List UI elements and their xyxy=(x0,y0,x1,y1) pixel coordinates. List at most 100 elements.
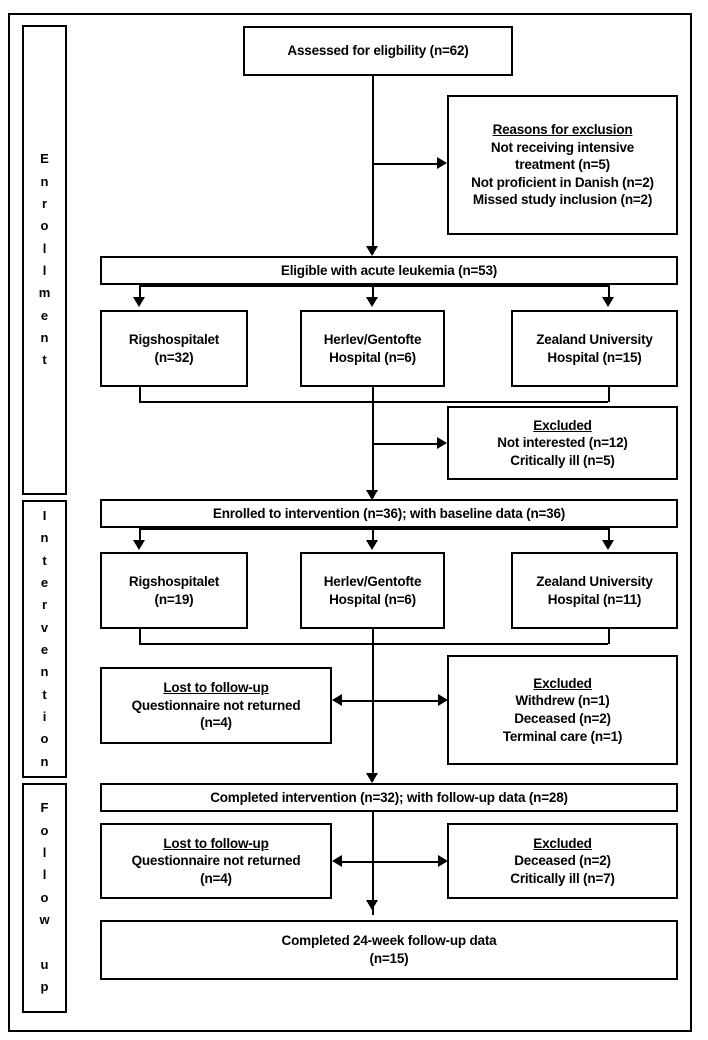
node-line: Completed intervention (n=32); with foll… xyxy=(210,789,568,805)
diagram-outer-frame xyxy=(8,13,692,1032)
node-line: Deceased (n=2) xyxy=(514,711,611,726)
node-line: Rigshospitalet xyxy=(128,331,220,347)
node-heading: Lost to follow-up xyxy=(163,680,269,696)
node-heading: Excluded xyxy=(533,835,592,851)
node-site-zealand-intervention: Zealand University Hospital (n=11) xyxy=(511,552,678,629)
node-line: Eligible with acute leukemia (n=53) xyxy=(280,262,498,278)
stage-letter: l xyxy=(42,263,47,278)
node-line: (n=4) xyxy=(200,715,232,731)
stage-letter: n xyxy=(40,173,49,189)
arrowhead-site2-interv xyxy=(366,540,378,550)
stage-letter: r xyxy=(41,597,48,613)
connector-site1-merge xyxy=(139,386,141,402)
stage-letter: F xyxy=(40,800,49,816)
node-line: Assessed for eligbility (n=62) xyxy=(287,43,469,59)
stage-letter: u xyxy=(40,956,49,972)
node-assessed-for-eligibility: Assessed for eligbility (n=62) xyxy=(243,26,513,76)
node-line: Enrolled to intervention (n=36); with ba… xyxy=(212,505,566,521)
arrowhead-site1-interv xyxy=(133,540,145,550)
stage-letter: o xyxy=(40,822,49,838)
connector-site3-interv-merge xyxy=(608,628,610,644)
node-line: Withdrew (n=1) xyxy=(515,693,610,709)
arrowhead-excluded-interv xyxy=(438,694,448,706)
node-excluded-followup: Excluded Deceased (n=2) Critically ill (… xyxy=(447,823,678,899)
arrowhead-enrolled xyxy=(366,490,378,500)
node-line: Hospital (n=6) xyxy=(329,349,416,365)
connector-enrolled-to-site3 xyxy=(608,524,610,545)
arrowhead-excluded-followup xyxy=(438,855,448,867)
node-completed-24week-followup: Completed 24-week follow-up data (n=15) xyxy=(100,920,678,980)
arrowhead-final xyxy=(366,900,378,910)
node-lost-to-followup-intervention: Lost to follow-up Questionnaire not retu… xyxy=(100,667,332,744)
stage-label-enrollment: E n r o l l m e n t xyxy=(22,25,67,495)
node-site-zealand-enrollment: Zealand University Hospital (n=15) xyxy=(511,310,678,387)
node-line: Zealand University xyxy=(536,573,653,589)
connector-eligible-to-site3 xyxy=(608,281,610,302)
node-completed-intervention: Completed intervention (n=32); with foll… xyxy=(100,783,678,812)
node-line: Herlev/Gentofte xyxy=(323,331,422,347)
stage-letter: t xyxy=(42,552,47,568)
stage-letter: n xyxy=(40,664,49,680)
stage-letter: t xyxy=(42,686,47,702)
arrowhead-site3-interv xyxy=(602,540,614,550)
node-line: treatment (n=5) xyxy=(515,157,610,173)
node-line: Not receiving intensive xyxy=(490,139,635,155)
node-line: Missed study inclusion (n=2) xyxy=(472,192,653,208)
arrowhead-lost-interv xyxy=(332,694,342,706)
connector-eligible-to-site2 xyxy=(372,281,374,302)
connector-lost-excluded-interv xyxy=(341,700,441,702)
stage-letter: I xyxy=(42,507,47,523)
arrowhead-reasons-exclusion xyxy=(437,157,447,169)
node-line: Herlev/Gentofte xyxy=(323,573,422,589)
node-line: Hospital (n=6) xyxy=(329,591,416,607)
stage-letter: p xyxy=(40,979,49,995)
stage-letter: o xyxy=(40,731,49,747)
node-line: (n=32) xyxy=(154,349,194,365)
stage-letter: w xyxy=(39,912,50,928)
stage-letter: m xyxy=(38,285,51,301)
connector-lost-excluded-followup xyxy=(341,861,441,863)
node-site-herlev-gentofte-enrollment: Herlev/Gentofte Hospital (n=6) xyxy=(300,310,445,387)
node-line: (n=15) xyxy=(369,951,409,966)
stage-letter: l xyxy=(42,845,47,861)
node-line: Rigshospitalet xyxy=(128,573,220,589)
connector-to-excluded-enroll xyxy=(372,443,440,445)
connector-enrolled-to-site2 xyxy=(372,524,374,545)
connector-assessed-to-eligible xyxy=(372,76,374,254)
node-line: Critically ill (n=7) xyxy=(510,870,615,886)
stage-letter: e xyxy=(40,642,49,657)
connector-site3-merge xyxy=(608,386,610,402)
node-lost-to-followup-followup: Lost to follow-up Questionnaire not retu… xyxy=(100,823,332,899)
node-heading: Reasons for exclusion xyxy=(492,122,633,138)
arrowhead-site3-enroll xyxy=(602,297,614,307)
stage-letter: E xyxy=(40,151,49,167)
connector-completed-to-final xyxy=(372,805,374,915)
node-excluded-intervention: Excluded Withdrew (n=1) Deceased (n=2) T… xyxy=(447,655,678,765)
node-eligible-acute-leukemia: Eligible with acute leukemia (n=53) xyxy=(100,256,678,285)
node-heading: Excluded xyxy=(533,675,592,691)
stage-letter: v xyxy=(40,619,49,635)
arrowhead-excluded-enroll xyxy=(437,437,447,449)
arrowhead-site2-enroll xyxy=(366,297,378,307)
connector-enrolled-to-site1 xyxy=(139,524,141,545)
node-line: (n=4) xyxy=(200,870,232,886)
stage-letter: o xyxy=(40,218,49,234)
node-site-rigshospitalet-enrollment: Rigshospitalet (n=32) xyxy=(100,310,248,387)
node-site-herlev-gentofte-intervention: Herlev/Gentofte Hospital (n=6) xyxy=(300,552,445,629)
stage-letter: l xyxy=(42,240,47,256)
stage-label-intervention: I n t e r v e n t i o n xyxy=(22,500,67,778)
arrowhead-completed-interv xyxy=(366,773,378,783)
node-line: Completed 24-week follow-up data xyxy=(281,933,497,949)
node-line: Not interested (n=12) xyxy=(497,435,628,451)
node-line: (n=19) xyxy=(154,591,194,607)
node-reasons-for-exclusion: Reasons for exclusion Not receiving inte… xyxy=(447,95,678,235)
node-excluded-enrollment: Excluded Not interested (n=12) Criticall… xyxy=(447,406,678,480)
node-heading: Lost to follow-up xyxy=(163,835,269,851)
node-heading: Excluded xyxy=(533,417,592,433)
connector-eligible-to-site1 xyxy=(139,281,141,302)
stage-letter: t xyxy=(42,352,47,368)
arrowhead-eligible xyxy=(366,246,378,256)
connector-to-reasons-exclusion xyxy=(372,163,440,165)
node-line: Terminal care (n=1) xyxy=(502,728,623,744)
